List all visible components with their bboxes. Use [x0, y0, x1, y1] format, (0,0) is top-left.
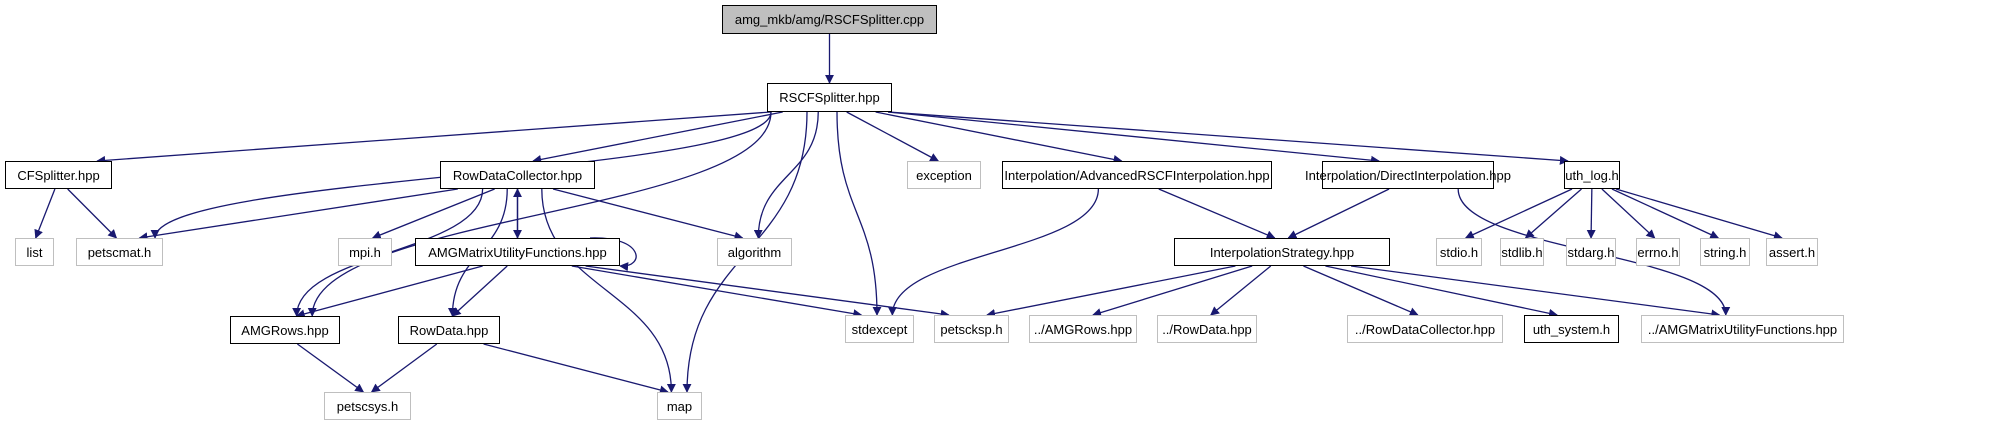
edge-amu-to-rowdata [451, 265, 508, 317]
node-rel-amgrows-hpp: ../AMGRows.hpp [1029, 315, 1137, 343]
edge-istrat-to-rrdc [1303, 265, 1419, 316]
node-rscfsplitter-hpp[interactable]: RSCFSplitter.hpp [767, 83, 892, 112]
edge-uthlog-to-errno [1601, 188, 1656, 239]
node-rel-rowdata-hpp: ../RowData.hpp [1157, 315, 1257, 343]
node-errno-h: errno.h [1636, 238, 1680, 266]
edge-rscf-to-uthlog [887, 111, 1569, 165]
edge-rdc-to-algorithm [552, 188, 744, 241]
node-exception: exception [907, 161, 981, 189]
node-rowdata-hpp[interactable]: RowData.hpp [398, 316, 500, 344]
node-petscmat-h: petscmat.h [76, 238, 163, 266]
edge-istrat-to-ramgrows [1092, 265, 1253, 317]
node-assert-h: assert.h [1766, 238, 1818, 266]
edge-rscf-to-cfs [96, 111, 772, 165]
node-stdarg-h: stdarg.h [1566, 238, 1616, 266]
node-stdexcept: stdexcept [845, 315, 914, 343]
edge-cfs-to-list [34, 188, 56, 239]
edge-rscf-to-stdexcept [836, 111, 882, 316]
edge-uthlog-to-stdio [1464, 188, 1573, 239]
edge-rdc-to-map [541, 188, 676, 393]
edge-uthlog-to-stdarg [1586, 188, 1596, 239]
node-amgrows-hpp[interactable]: AMGRows.hpp [230, 316, 340, 344]
edge-rowdata-to-petscsys [370, 343, 438, 393]
edge-rscf-to-rdc [532, 111, 783, 164]
edge-cfs-to-petscmat [67, 188, 118, 239]
edge-istrat-to-ramu [1350, 265, 1721, 319]
edge-rscf-to-direct [887, 111, 1380, 165]
edge-direct-to-istrat [1287, 188, 1390, 239]
node-advancedrscfinterpolation-hpp[interactable]: Interpolation/AdvancedRSCFInterpolation.… [1002, 161, 1272, 189]
node-amgmatrixutilityfunctions-hpp[interactable]: AMGMatrixUtilityFunctions.hpp [415, 238, 620, 266]
edge-rscf-to-adv [875, 111, 1123, 164]
node-stdlib-h: stdlib.h [1500, 238, 1544, 266]
edge-rdc-to-mpi [371, 188, 495, 240]
node-rscfsplitter-cpp: amg_mkb/amg/RSCFSplitter.cpp [722, 5, 937, 34]
node-string-h: string.h [1700, 238, 1750, 266]
node-petscsys-h: petscsys.h [324, 392, 411, 420]
edge-uthlog-to-string [1611, 188, 1720, 239]
node-algorithm: algorithm [717, 238, 792, 266]
node-uth-log-h[interactable]: uth_log.h [1564, 161, 1620, 189]
edge-amu-to-stdexcept [571, 265, 863, 319]
node-list: list [15, 238, 54, 266]
edge-rdc-to-petscmat [138, 188, 458, 242]
edge-rscf-to-amgrows [307, 111, 772, 317]
edge-amu-to-petscksp [585, 265, 950, 319]
node-uth-system-h[interactable]: uth_system.h [1524, 315, 1619, 343]
edge-uthlog-to-stdlib [1524, 188, 1582, 239]
edge-adv-to-stdexcept [887, 188, 1100, 316]
node-petscksp-h: petscksp.h [934, 315, 1009, 343]
node-rel-amgmatrixutilityfunctions-hpp: ../AMGMatrixUtilityFunctions.hpp [1641, 315, 1844, 343]
node-directinterpolation-hpp[interactable]: Interpolation/DirectInterpolation.hpp [1305, 161, 1511, 189]
edge-amgrows-to-petscsys [296, 343, 365, 393]
edge-amu-to-amgrows [295, 265, 483, 319]
node-map: map [657, 392, 702, 420]
node-cfsplitter-hpp[interactable]: CFSplitter.hpp [5, 161, 112, 189]
node-interpolationstrategy-hpp[interactable]: InterpolationStrategy.hpp [1174, 238, 1390, 266]
node-stdio-h: stdio.h [1436, 238, 1482, 266]
edge-istrat-to-petscksp [986, 265, 1236, 318]
node-rel-rowdatacollector-hpp: ../RowDataCollector.hpp [1347, 315, 1503, 343]
edge-rscf-to-exception [846, 111, 940, 162]
edge-rowdata-to-map [483, 343, 669, 395]
edge-istrat-to-rrowdata [1210, 265, 1272, 316]
node-rowdatacollector-hpp[interactable]: RowDataCollector.hpp [440, 161, 595, 189]
edge-uthlog-to-assert [1615, 188, 1783, 241]
edge-rscf-to-algorithm [753, 111, 819, 239]
edge-adv-to-istrat [1158, 188, 1276, 239]
node-mpi-h: mpi.h [338, 238, 392, 266]
edge-istrat-to-uthsys [1325, 265, 1558, 318]
